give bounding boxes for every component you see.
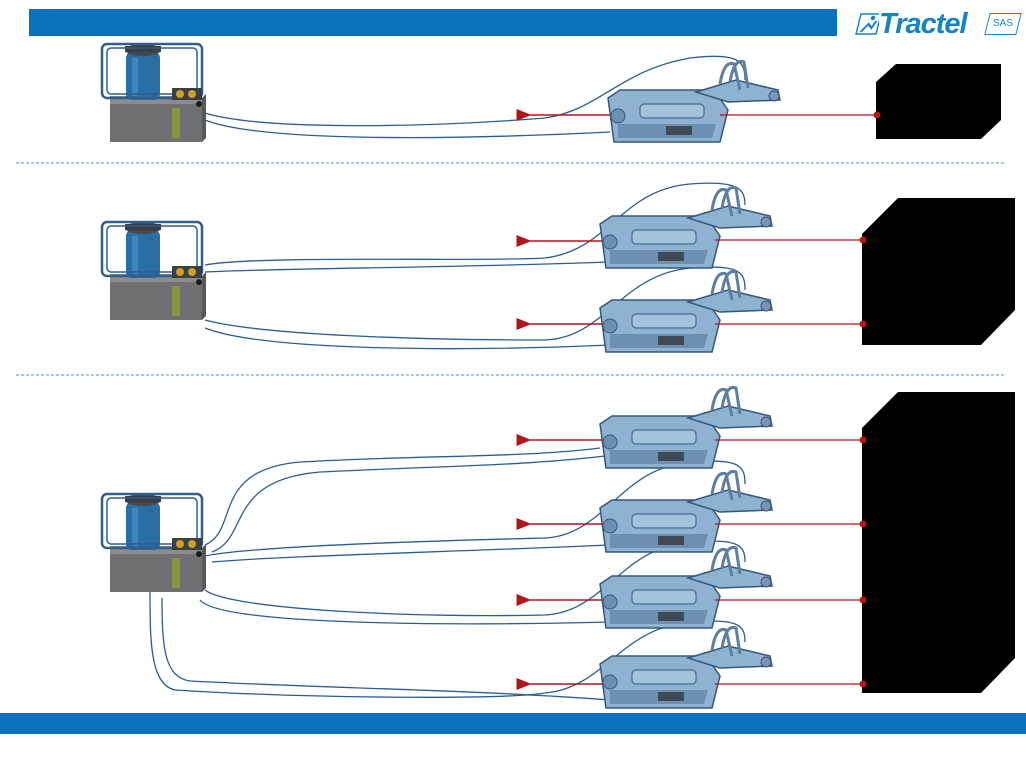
- hydraulic-winch-1: [598, 385, 774, 470]
- hydraulic-hoses: [204, 55, 746, 139]
- load-block: [862, 198, 1015, 345]
- hydraulic-pump: [100, 42, 208, 144]
- climber-icon: [855, 13, 882, 35]
- config-1: [100, 42, 1001, 144]
- config-3: [100, 385, 1015, 710]
- header-bar: [29, 9, 837, 36]
- load-block: [876, 64, 1001, 139]
- anchor-point: [873, 111, 881, 119]
- hydraulic-pump: [100, 492, 208, 594]
- anchor-point-3: [859, 596, 867, 604]
- anchor-point-1: [859, 436, 867, 444]
- tractel-logo: Tractel SAS: [853, 6, 1022, 42]
- anchor-point-1: [859, 236, 867, 244]
- load-block: [862, 392, 1015, 693]
- hydraulic-winch-1: [598, 185, 774, 270]
- hydraulic-winch: [606, 59, 782, 144]
- hydraulic-winch-4: [598, 625, 774, 710]
- config-2: [100, 182, 1015, 354]
- anchor-point-2: [859, 520, 867, 528]
- anchor-point-2: [859, 320, 867, 328]
- hydraulic-winch-3: [598, 545, 774, 630]
- hydraulic-pump: [100, 220, 208, 322]
- anchor-point-4: [859, 680, 867, 688]
- footer-bar: [0, 713, 1026, 734]
- hydraulic-hoses: [204, 182, 746, 350]
- hydraulic-winch-2: [598, 469, 774, 554]
- hydraulic-winch-2: [598, 269, 774, 354]
- brand-name: Tractel: [879, 8, 968, 40]
